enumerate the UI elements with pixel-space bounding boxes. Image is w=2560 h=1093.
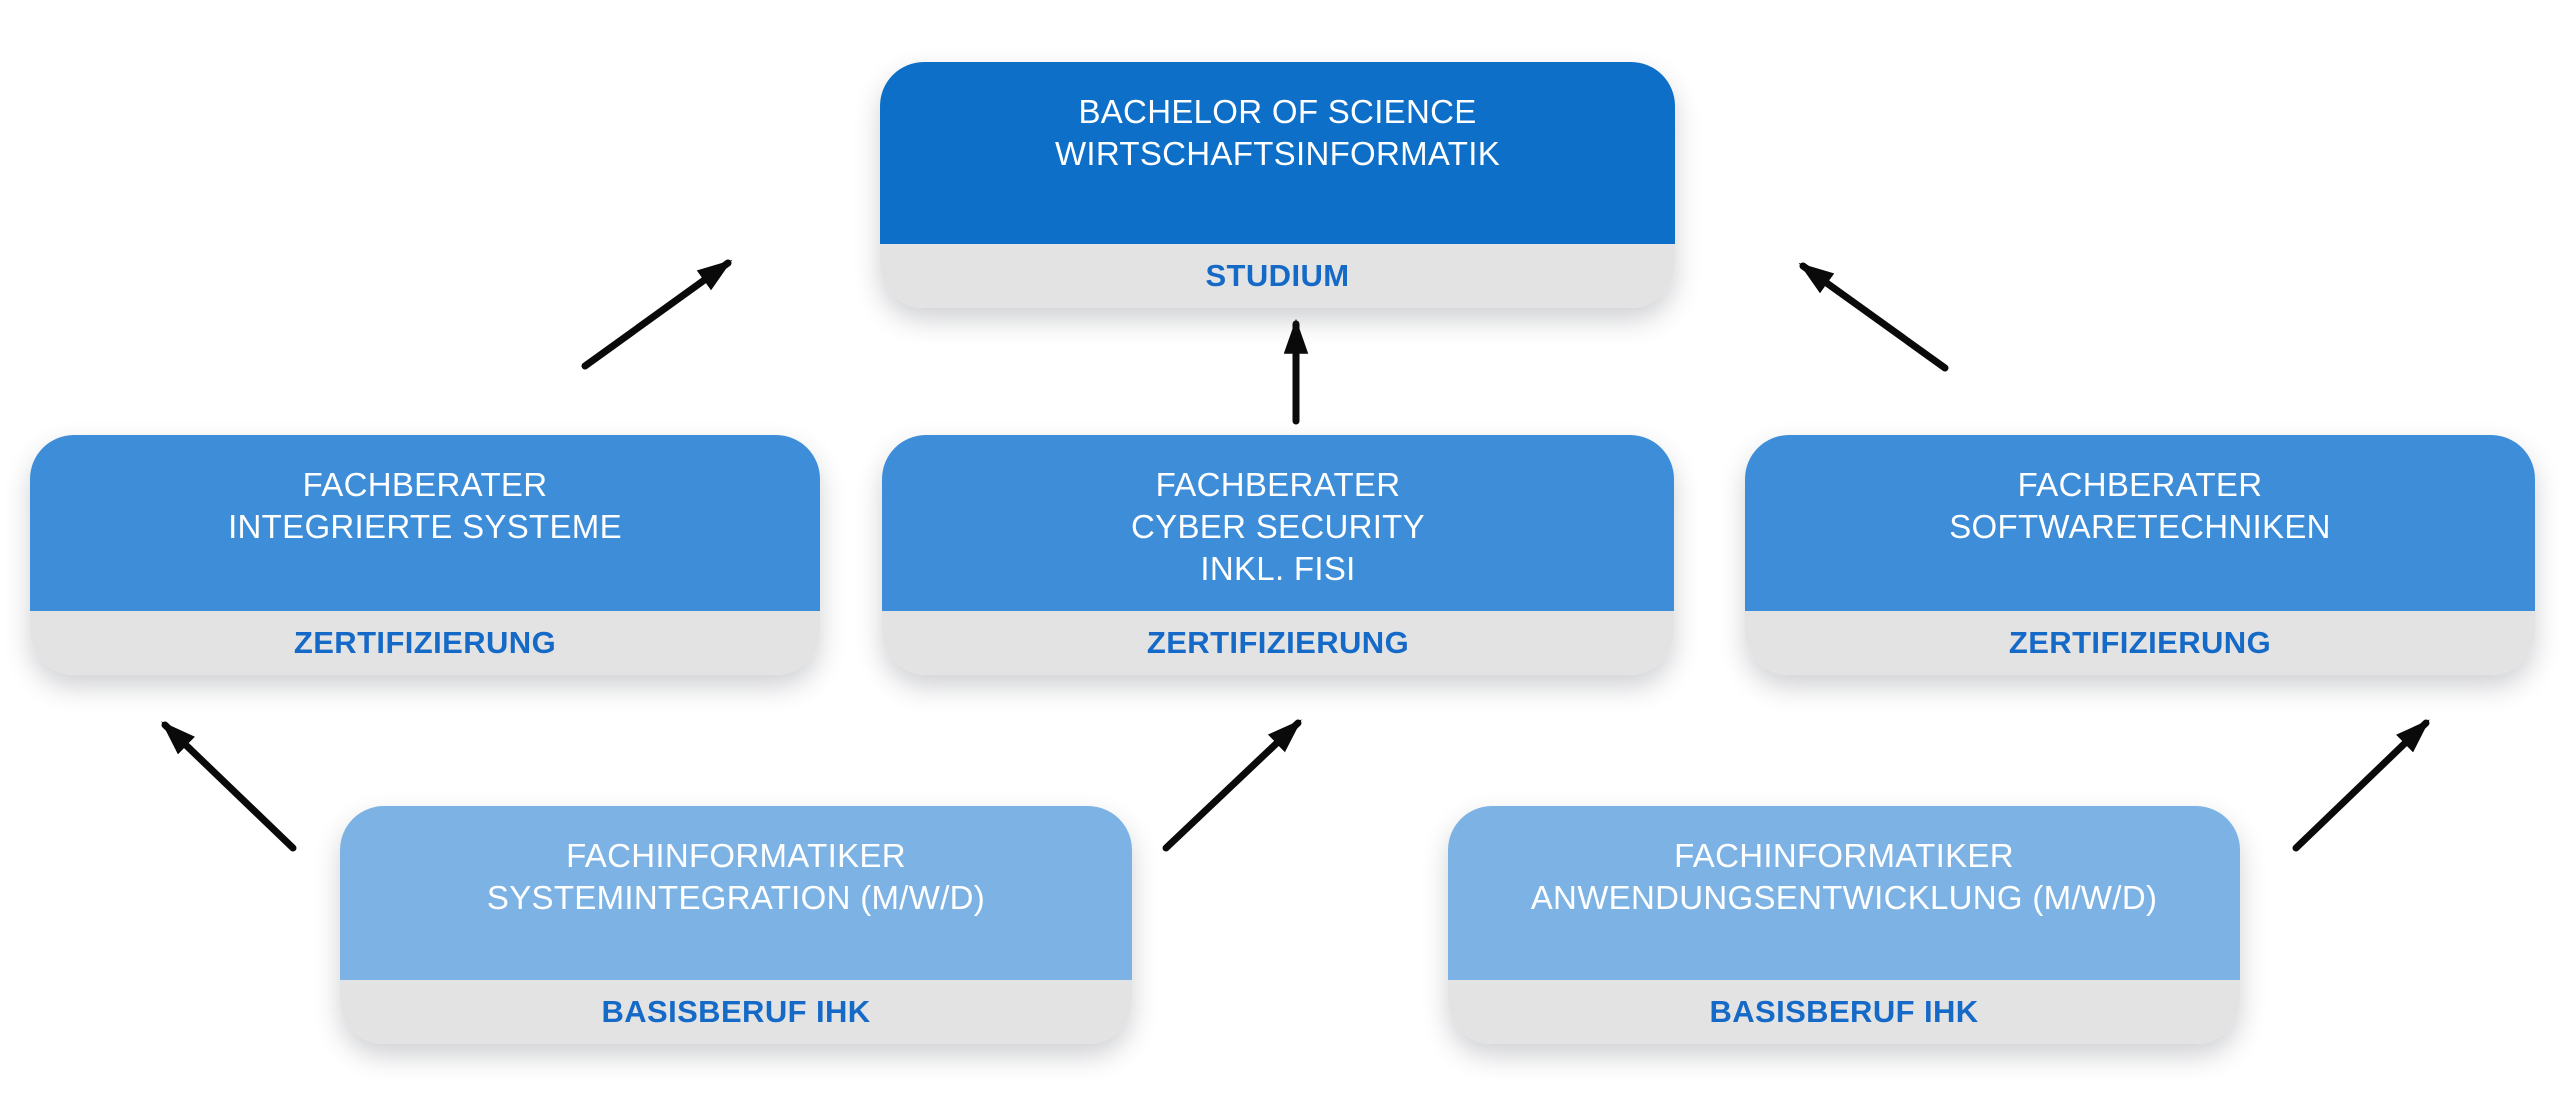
node-title-line: FACHINFORMATIKER [1674,837,2014,874]
node-studium-badge: STUDIUM [880,244,1675,308]
badge-label: BASISBERUF IHK [1709,994,1979,1029]
node-title-line: FACHBERATER [302,466,548,503]
badge-label: ZERTIFIZIERUNG [1146,625,1410,660]
node-fachinformatiker-anwendungsentwicklung: FACHINFORMATIKER ANWENDUNGSENTWICKLUNG (… [1448,806,2240,1044]
node-studium-title: BACHELOR OF SCIENCE WIRTSCHAFTSINFORMATI… [880,62,1675,244]
node-integrierte-systeme-badge: ZERTIFIZIERUNG [30,611,820,675]
node-systemintegration-title: FACHINFORMATIKER SYSTEMINTEGRATION (M/W/… [340,806,1132,980]
node-anwendungsentwicklung-title: FACHINFORMATIKER ANWENDUNGSENTWICKLUNG (… [1448,806,2240,980]
node-cyber-security-title: FACHBERATER CYBER SECURITY INKL. FISI [882,435,1674,611]
badge-label: STUDIUM [1205,258,1350,293]
node-title-line: INKL. FISI [1200,550,1356,587]
node-softwaretechniken-title: FACHBERATER SOFTWARETECHNIKEN [1745,435,2535,611]
badge-label: ZERTIFIZIERUNG [2008,625,2272,660]
node-cyber-security-badge: ZERTIFIZIERUNG [882,611,1674,675]
node-anwendungsentwicklung-badge: BASISBERUF IHK [1448,980,2240,1044]
node-title-line: SOFTWARETECHNIKEN [1949,508,2331,545]
arrow-systemintegration-to-cyber-security [1162,719,1302,852]
arrow-systemintegration-to-integrierte-systeme [161,721,297,852]
node-systemintegration-badge: BASISBERUF IHK [340,980,1132,1044]
node-fachberater-integrierte-systeme: FACHBERATER INTEGRIERTE SYSTEME ZERTIFIZ… [30,435,820,675]
node-fachberater-cyber-security: FACHBERATER CYBER SECURITY INKL. FISI ZE… [882,435,1674,675]
node-title-line: WIRTSCHAFTSINFORMATIK [1054,135,1501,172]
node-title-line: SYSTEMINTEGRATION (M/W/D) [486,879,986,916]
badge-label: ZERTIFIZIERUNG [293,625,557,660]
node-title-line: FACHBERATER [2017,466,2263,503]
node-fachberater-softwaretechniken: FACHBERATER SOFTWARETECHNIKEN ZERTIFIZIE… [1745,435,2535,675]
node-integrierte-systeme-title: FACHBERATER INTEGRIERTE SYSTEME [30,435,820,611]
node-title-line: ANWENDUNGSENTWICKLUNG (M/W/D) [1530,879,2158,916]
node-studium: BACHELOR OF SCIENCE WIRTSCHAFTSINFORMATI… [880,62,1675,308]
node-softwaretechniken-badge: ZERTIFIZIERUNG [1745,611,2535,675]
node-title-line: FACHINFORMATIKER [566,837,906,874]
node-title-line: BACHELOR OF SCIENCE [1078,93,1477,130]
arrow-integrierte-systeme-to-studium [581,259,733,370]
arrow-softwaretechniken-to-studium [1798,262,1949,372]
node-fachinformatiker-systemintegration: FACHINFORMATIKER SYSTEMINTEGRATION (M/W/… [340,806,1132,1044]
node-title-line: INTEGRIERTE SYSTEME [228,508,622,545]
arrow-anwendungsentwicklung-to-softwaretechniken [2292,719,2430,852]
node-title-line: FACHBERATER [1155,466,1401,503]
node-title-line: CYBER SECURITY [1131,508,1425,545]
badge-label: BASISBERUF IHK [601,994,871,1029]
